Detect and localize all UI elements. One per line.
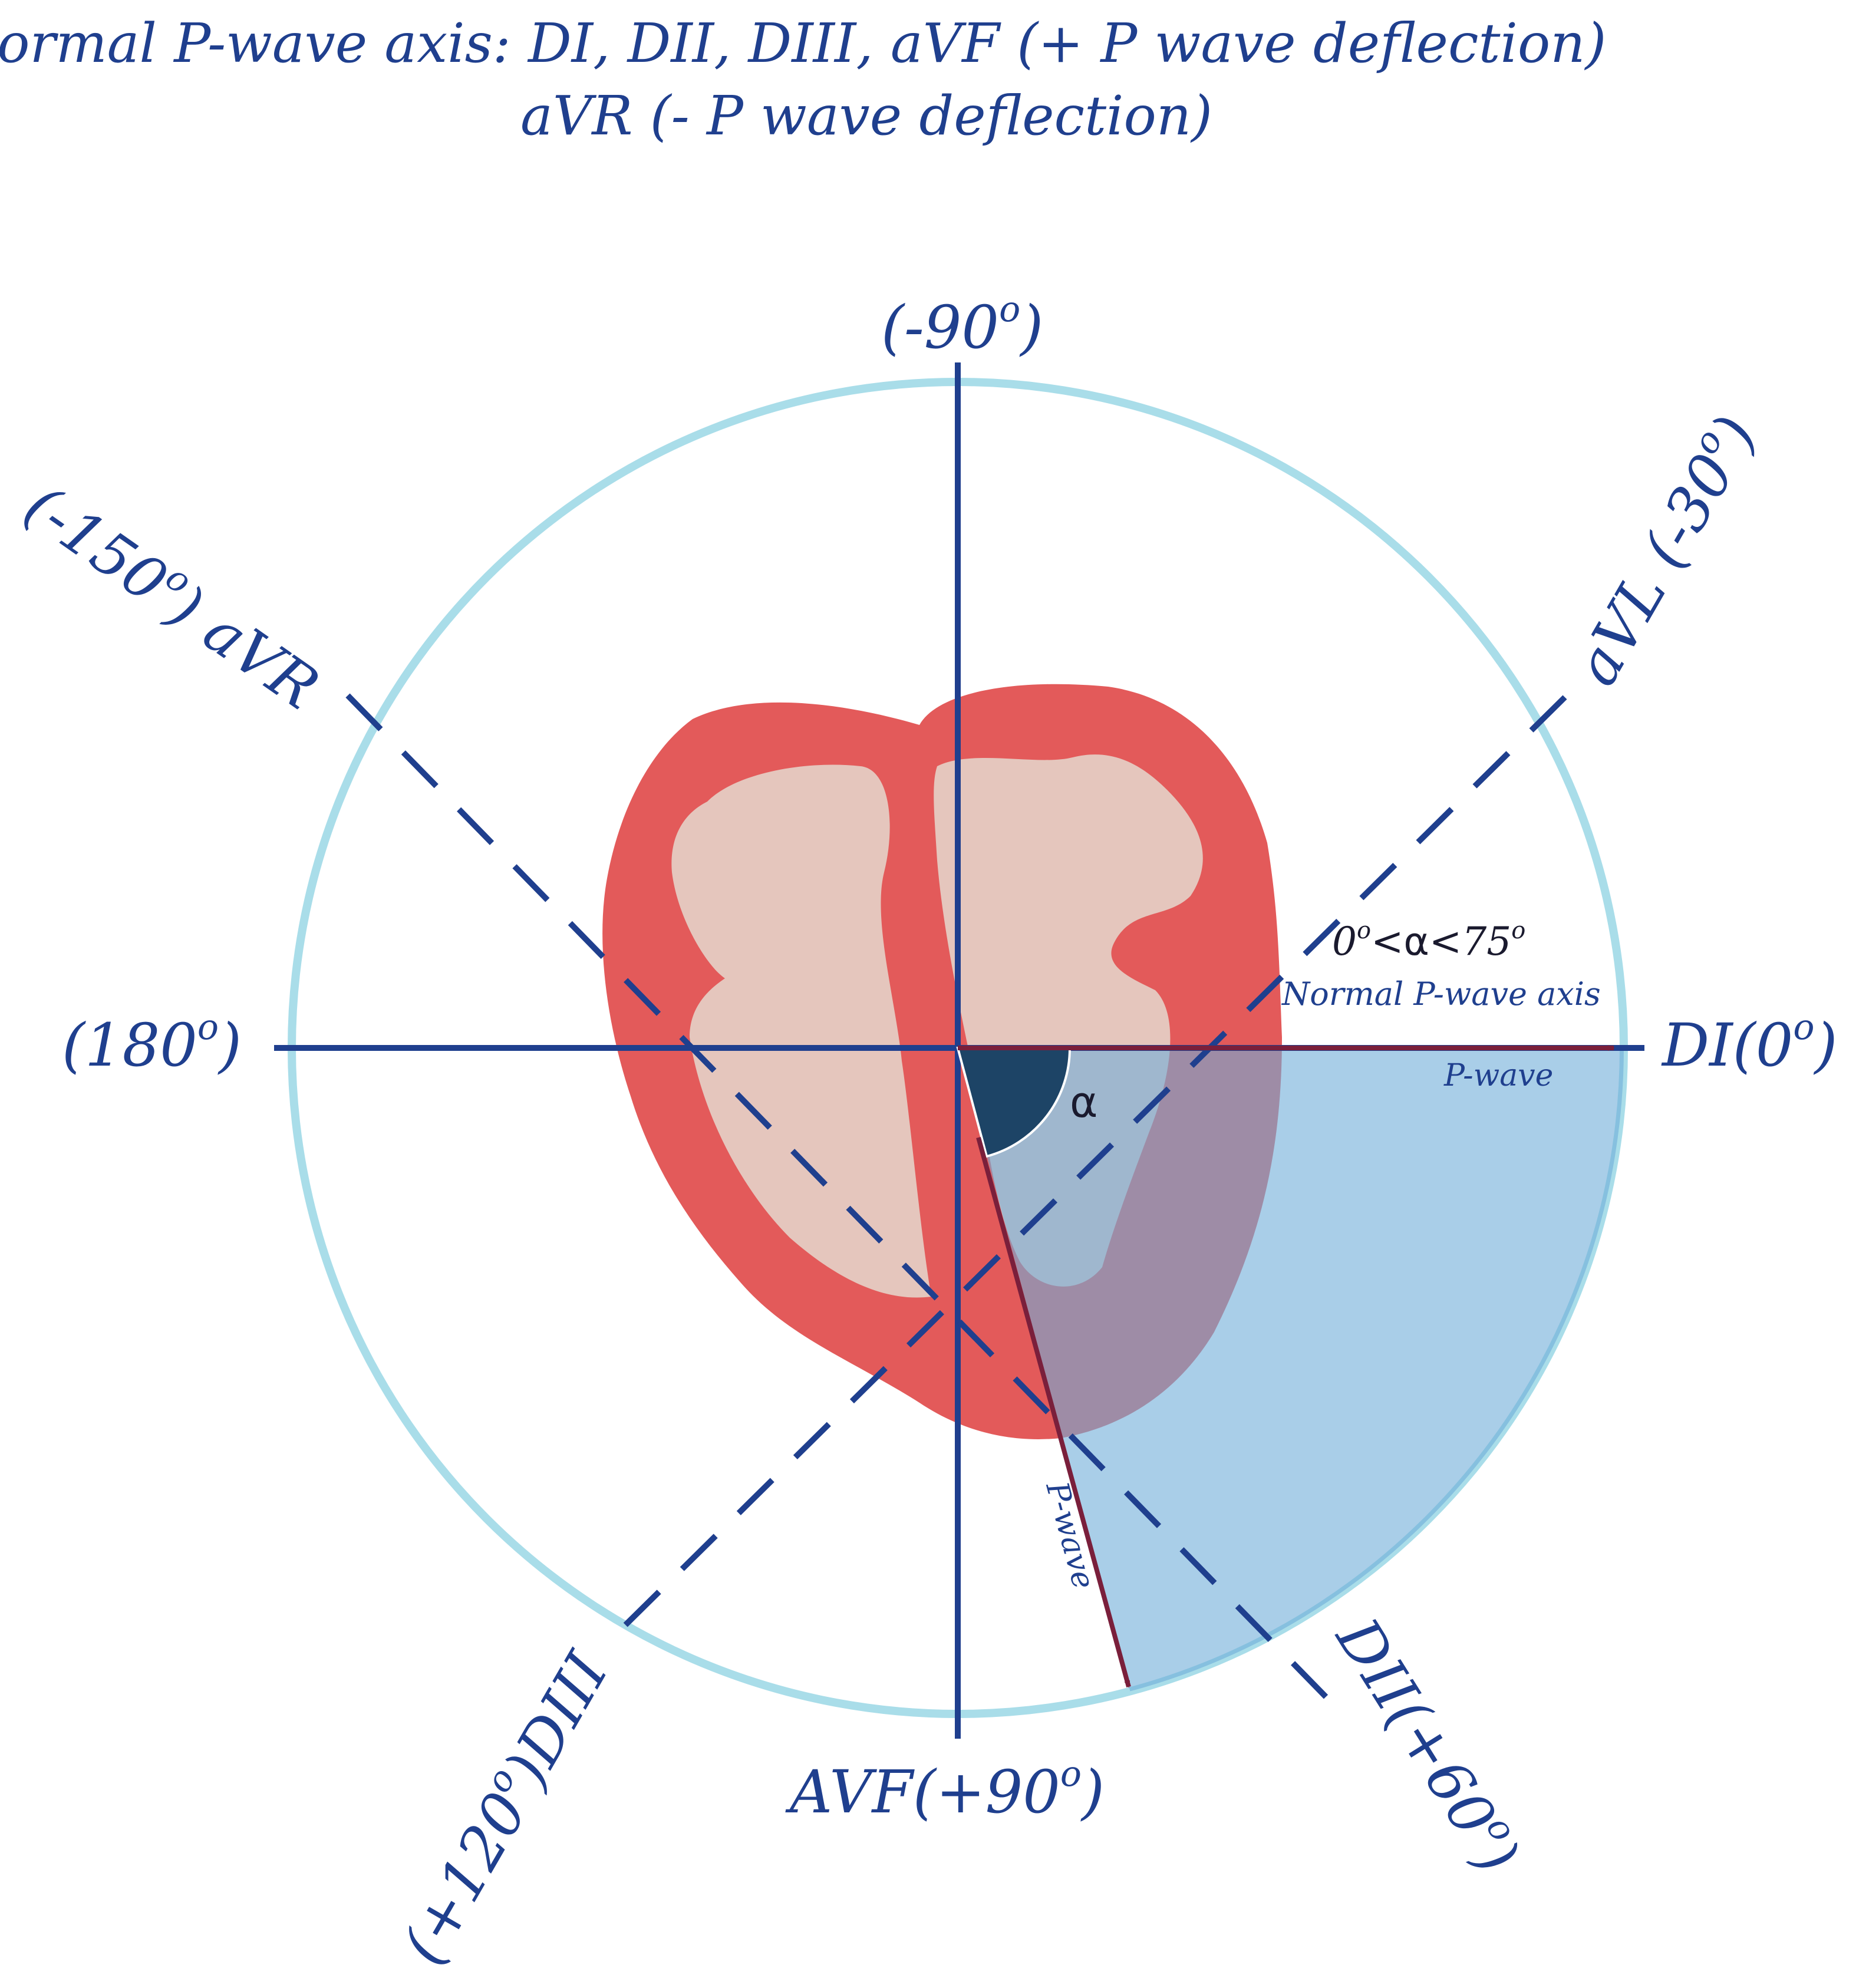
title-line-1: Normal P-wave axis: DI, DII, DIII, aVF (… — [0, 12, 1606, 75]
p-wave-arrow-oblique — [976, 1136, 1131, 1688]
label-avl: aVL (-30o) — [1558, 402, 1770, 697]
title-line-2: aVR (- P wave deflection) — [520, 84, 1212, 147]
label-180: (180o) — [62, 1007, 242, 1080]
label-diii: (+120o)DIII — [385, 1638, 622, 1976]
left-chamber — [671, 764, 931, 1298]
normal-axis-sector — [958, 1048, 1624, 1692]
axis-line-avl-diii — [614, 695, 1567, 1637]
p-wave-label-horizontal: P-wave — [1443, 1058, 1553, 1093]
label-dii: DII(+60o) — [1323, 1603, 1537, 1885]
alpha-angle-label: α — [1070, 1077, 1097, 1127]
label-minus-90: (-90o) — [881, 289, 1043, 362]
label-avf: AVF(+90o) — [785, 1753, 1105, 1827]
normal-p-wave-axis-caption: Normal P-wave axis — [1281, 975, 1601, 1013]
alpha-angle-wedge — [956, 1047, 1072, 1158]
label-avr: (-150o) aVR — [12, 467, 333, 723]
label-di: DI(0o) — [1661, 1007, 1837, 1080]
alpha-range-text: 0o<α<75o — [1332, 917, 1525, 964]
